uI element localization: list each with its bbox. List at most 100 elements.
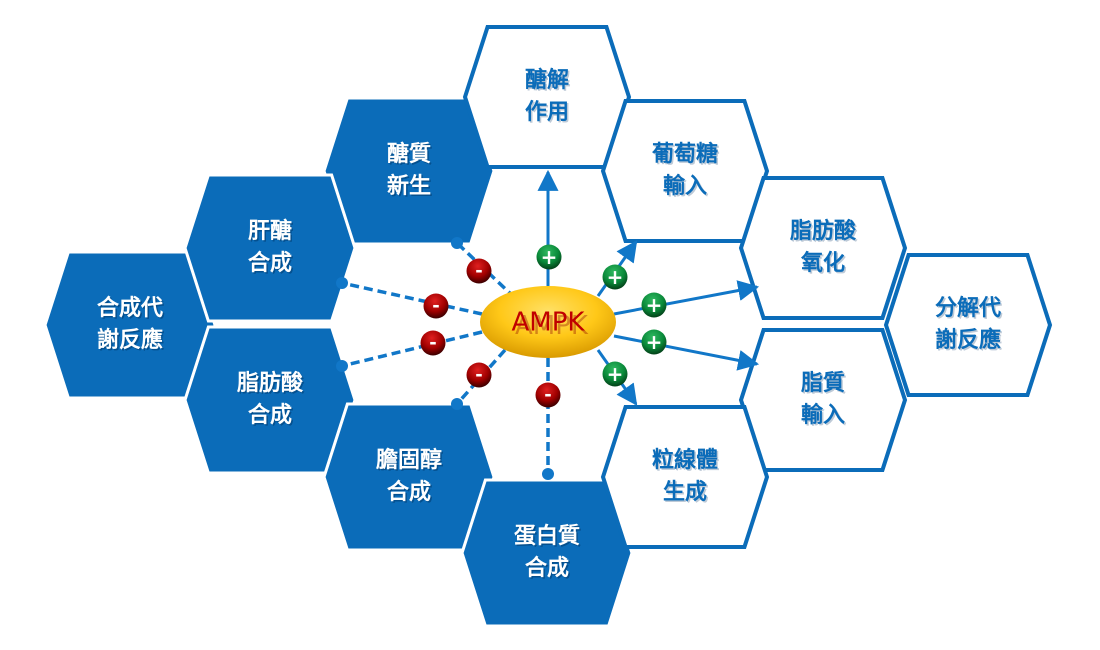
minus-badge-protein-synthesis: - <box>535 382 561 408</box>
activate-arrow-fatty-acid-oxidation <box>613 280 760 316</box>
hex-gluconeogenesis-shape <box>322 96 496 246</box>
hex-lipid-uptake-label-shadow: 脂質 <box>802 372 846 398</box>
plus-icon <box>641 292 667 318</box>
badge-symbol: + <box>607 362 624 386</box>
hex-fatty-acid-synthesis-label: 合成 <box>248 402 292 428</box>
hex-mitochondrial-biogenesis-label-shadow: 生成 <box>664 482 708 507</box>
catabolic-group-hex-label-shadow: 謝反應 <box>936 329 1002 355</box>
hex-protein-synthesis-label-shadow: 蛋白質 <box>515 525 581 551</box>
hex-gluconeogenesis-label: 新生 <box>387 173 431 199</box>
ampk-center-ellipse[interactable] <box>480 286 616 358</box>
minus-icon <box>535 382 561 408</box>
anabolic-group-hex-label: 謝反應 <box>97 327 163 353</box>
plus-badge-glycolysis: + <box>536 244 562 270</box>
hex-fatty-acid-oxidation-shape <box>738 176 908 320</box>
inhibit-connector-fatty-acid-synthesis <box>341 330 483 368</box>
plus-icon <box>641 329 667 355</box>
hex-fatty-acid-synthesis-label-shadow: 脂肪酸 <box>238 372 305 398</box>
badge-symbol: - <box>544 385 551 406</box>
minus-badge-fatty-acid-synthesis: - <box>420 330 446 356</box>
catabolic-group-hex-label: 謝反應 <box>935 327 1001 353</box>
hex-protein-synthesis-label: 蛋白質 <box>514 523 580 549</box>
hex-fatty-acid-oxidation-label: 氧化 <box>800 250 845 276</box>
hex-glycolysis-shape <box>462 25 632 169</box>
hex-cholesterol-synthesis-label-shadow: 合成 <box>388 481 432 507</box>
hex-fatty-acid-oxidation-label-shadow: 脂肪酸 <box>791 220 858 246</box>
hex-fatty-acid-oxidation-label: 脂肪酸 <box>790 218 857 244</box>
hex-lipid-uptake-label: 脂質 <box>801 370 845 396</box>
plus-badge-fatty-acid-oxidation: + <box>641 292 667 318</box>
hex-glycogen-synthesis-label: 肝醣 <box>248 218 292 244</box>
hex-protein-synthesis-label-shadow: 合成 <box>526 557 570 583</box>
hex-mitochondrial-biogenesis-label-shadow: 粒線體 <box>653 449 719 475</box>
hex-glycolysis-label-shadow: 醣解 <box>526 69 570 95</box>
hex-glycolysis-label-shadow: 作用 <box>526 102 570 127</box>
badge-symbol: + <box>646 330 663 354</box>
hex-fatty-acid-synthesis-shape <box>183 325 357 475</box>
hex-glycogen-synthesis-label: 合成 <box>248 250 292 276</box>
hex-glycogen-synthesis-label-shadow: 合成 <box>249 252 293 278</box>
ampk-label: AMPK <box>515 311 589 341</box>
hex-glucose-uptake-label-shadow: 葡萄糖 <box>652 143 719 169</box>
hex-glycolysis-label: 作用 <box>525 100 569 125</box>
plus-icon <box>602 361 628 387</box>
hex-glycolysis-label: 醣解 <box>525 67 569 93</box>
inhibit-endpoint-cholesterol-synthesis <box>451 398 463 410</box>
hex-cholesterol-synthesis-label: 合成 <box>387 479 431 505</box>
catabolic-group-hex-label: 分解代 <box>935 295 1001 321</box>
plus-badge-lipid-uptake: + <box>641 329 667 355</box>
hex-cholesterol-synthesis-shape <box>322 402 496 552</box>
inhibit-endpoint-gluconeogenesis <box>451 237 463 249</box>
hex-glucose-uptake-label: 輸入 <box>663 173 707 199</box>
inhibit-endpoint-fatty-acid-synthesis <box>336 360 348 372</box>
minus-badge-cholesterol-synthesis: - <box>466 362 492 388</box>
hex-glycogen-synthesis-label-shadow: 肝醣 <box>249 220 293 246</box>
hexagon-layer: 合成代合成代謝反應謝反應分解代分解代謝反應謝反應醣質醣質新生新生肝醣肝醣合成合成… <box>43 25 1053 628</box>
catabolic-group-hex-shape <box>883 253 1053 397</box>
anabolic-group-hex-label-shadow: 謝反應 <box>98 329 164 355</box>
hex-lipid-uptake-label: 輸入 <box>801 402 845 428</box>
activate-arrow-lipid-uptake <box>613 334 760 371</box>
plus-badge-glucose-uptake: + <box>602 264 628 290</box>
anabolic-group-hex-label-shadow: 合成代 <box>98 297 164 323</box>
badge-symbol: - <box>475 261 482 282</box>
badge-symbol: + <box>541 245 558 269</box>
hex-mitochondrial-biogenesis-label: 生成 <box>663 480 707 505</box>
plus-icon <box>536 244 562 270</box>
minus-icon <box>420 330 446 356</box>
badge-symbol: - <box>475 365 482 386</box>
hex-lipid-uptake-label-shadow: 輸入 <box>802 404 846 430</box>
minus-icon <box>423 293 449 319</box>
hex-glucose-uptake-label-shadow: 輸入 <box>664 175 708 201</box>
badge-symbol: + <box>607 265 624 289</box>
connector-layer <box>336 169 760 480</box>
hex-protein-synthesis-shape <box>460 478 634 628</box>
badge-symbol: - <box>429 333 436 354</box>
inhibit-connector-glycogen-synthesis <box>341 281 483 316</box>
ampk-label: AMPK <box>512 308 586 338</box>
hex-fatty-acid-synthesis-label: 脂肪酸 <box>237 370 304 396</box>
badge-symbol: - <box>432 296 439 317</box>
catabolic-group-hex-label-shadow: 分解代 <box>936 297 1002 323</box>
inhibit-endpoint-glycogen-synthesis <box>336 277 348 289</box>
center-layer: AMPK AMPK <box>480 286 616 358</box>
hex-gluconeogenesis-label-shadow: 醣質 <box>388 143 432 169</box>
badge-symbol: + <box>646 293 663 317</box>
anabolic-group-hex-label: 合成代 <box>97 295 163 321</box>
plus-badge-mitochondrial-biogenesis: + <box>602 361 628 387</box>
plus-icon <box>602 264 628 290</box>
hex-gluconeogenesis-label: 醣質 <box>387 141 431 167</box>
